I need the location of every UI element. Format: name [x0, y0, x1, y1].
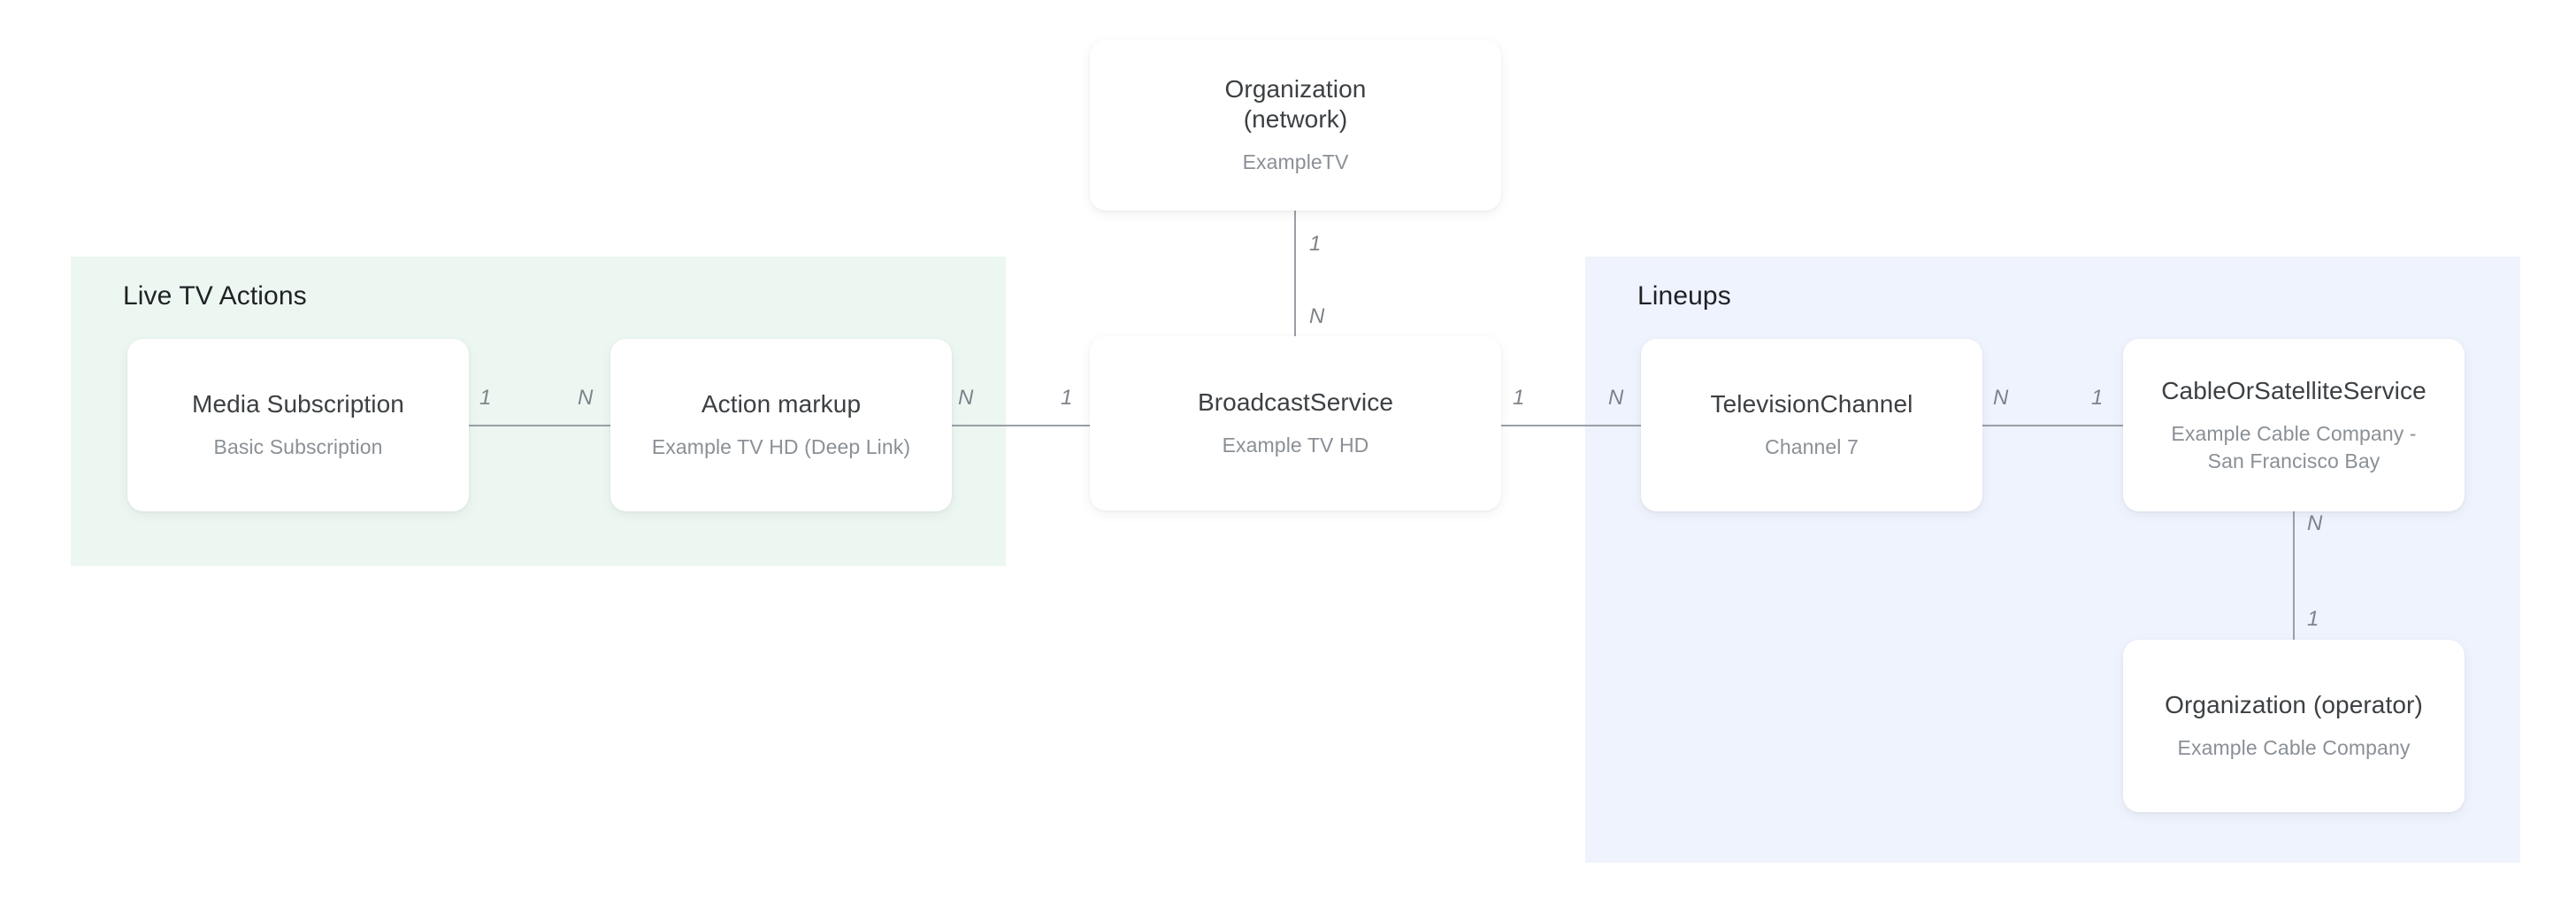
node-organization-network-subtitle: ExampleTV: [1242, 150, 1349, 173]
node-cable-or-satellite-service-title: CableOrSatelliteService: [2161, 376, 2426, 404]
group-lineups-title: Lineups: [1637, 281, 1731, 311]
node-television-channel-subtitle: Channel 7: [1765, 435, 1859, 458]
edge-label-cable-service-source: N: [2307, 511, 2323, 535]
node-organization-operator-subtitle: Example Cable Company: [2177, 736, 2411, 759]
node-organization-network[interactable]: Organization (network) ExampleTV: [1090, 40, 1501, 211]
node-media-subscription-subtitle: Basic Subscription: [213, 435, 383, 458]
node-television-channel[interactable]: TelevisionChannel Channel 7: [1641, 339, 1982, 511]
node-cable-or-satellite-service-subtitle: Example Cable Company - San Francisco Ba…: [2171, 421, 2417, 472]
edge-media-subscription-to-action-markup: [460, 425, 619, 426]
node-organization-network-title: Organization (network): [1224, 75, 1367, 133]
node-organization-operator[interactable]: Organization (operator) Example Cable Co…: [2123, 640, 2465, 812]
node-action-markup-subtitle: Example TV HD (Deep Link): [651, 435, 911, 458]
edge-label-cable-service-target: 1: [2307, 607, 2319, 631]
edge-label-org-network-source: 1: [1309, 232, 1322, 256]
edge-label-action-markup-source: N: [958, 386, 974, 410]
edge-label-action-markup-target: 1: [1061, 386, 1073, 410]
group-live-tv-actions-title: Live TV Actions: [123, 281, 307, 311]
edge-label-broadcast-service-target: N: [1608, 386, 1624, 410]
edge-label-media-subscription-target: N: [578, 386, 594, 410]
edge-label-broadcast-service-source: 1: [1513, 386, 1525, 410]
node-broadcast-service-title: BroadcastService: [1197, 388, 1394, 416]
node-broadcast-service-subtitle: Example TV HD: [1222, 434, 1369, 457]
node-television-channel-title: TelevisionChannel: [1710, 390, 1913, 418]
edge-cable-service-to-org-operator: [2293, 511, 2295, 641]
edge-television-channel-to-cable-service: [1955, 425, 2128, 426]
edge-label-television-channel-target: 1: [2091, 386, 2104, 410]
node-broadcast-service[interactable]: BroadcastService Example TV HD: [1090, 336, 1501, 511]
edge-org-network-to-broadcast-service: [1294, 211, 1296, 337]
edge-action-markup-to-broadcast-service: [938, 425, 1115, 426]
edge-label-television-channel-source: N: [1993, 386, 2009, 410]
node-media-subscription[interactable]: Media Subscription Basic Subscription: [127, 339, 469, 511]
edge-broadcast-service-to-television-channel: [1495, 425, 1668, 426]
node-media-subscription-title: Media Subscription: [192, 390, 404, 418]
edge-label-org-network-target: N: [1309, 304, 1325, 328]
edge-label-media-subscription-source: 1: [479, 386, 492, 410]
node-action-markup-title: Action markup: [701, 390, 862, 418]
node-organization-operator-title: Organization (operator): [2165, 691, 2423, 718]
node-cable-or-satellite-service[interactable]: CableOrSatelliteService Example Cable Co…: [2123, 339, 2465, 511]
node-action-markup[interactable]: Action markup Example TV HD (Deep Link): [610, 339, 952, 511]
